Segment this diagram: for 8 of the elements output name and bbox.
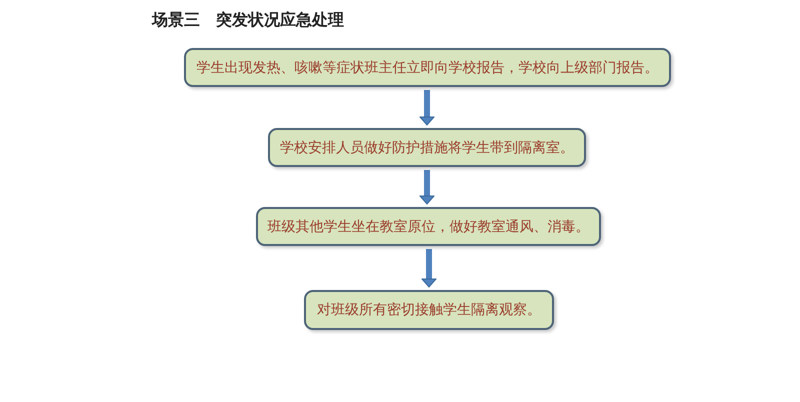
process-box: 对班级所有密切接触学生隔离观察。: [304, 290, 554, 330]
process-box: 学校安排人员做好防护措施将学生带到隔离室。: [268, 128, 586, 167]
arrow: [420, 170, 434, 204]
title: 场景三 突发状况应急处理: [152, 9, 344, 31]
arrow: [422, 249, 436, 288]
process-box: 学生出现发热、咳嗽等症状班主任立即向学校报告，学校向上级部门报告。: [184, 48, 671, 87]
process-box: 班级其他学生坐在教室原位，做好教室通风、消毒。: [256, 207, 601, 246]
arrow: [420, 90, 434, 126]
